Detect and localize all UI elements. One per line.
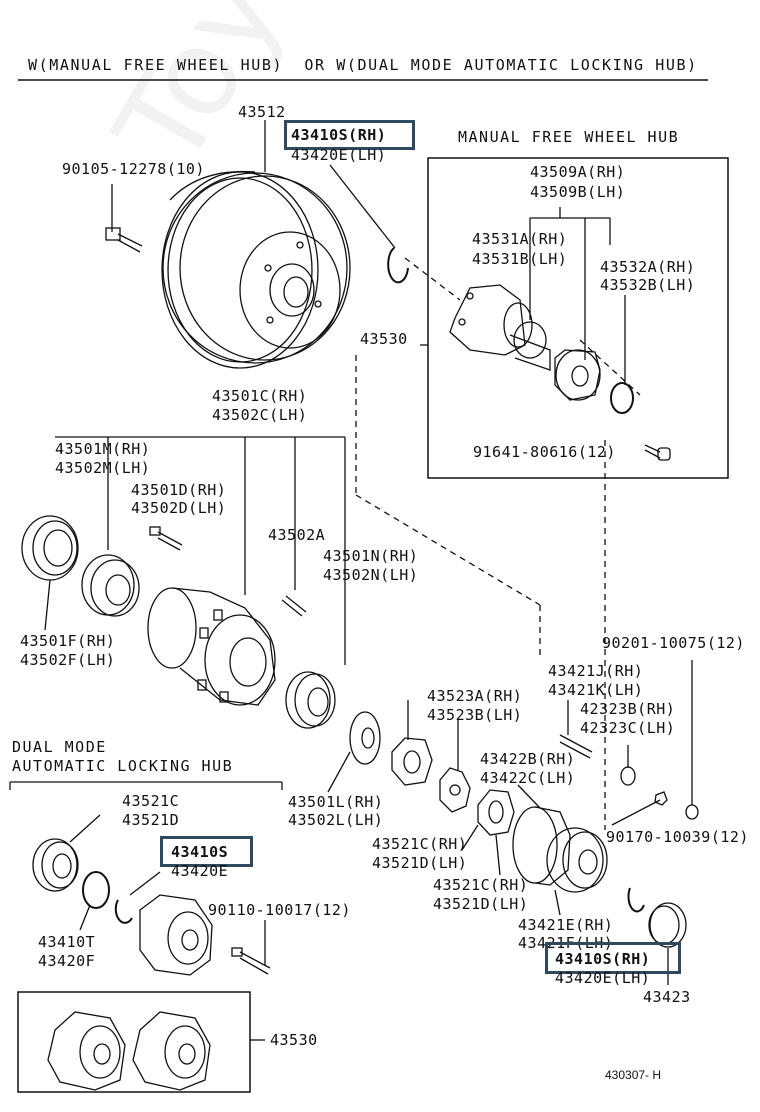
dual-hub-ring: [82, 871, 110, 909]
part-43502D[interactable]: 43502D(LH): [131, 499, 227, 517]
manual-hub-ring: [610, 382, 634, 414]
adjusting-nut: [461, 789, 515, 876]
lock-washer: [439, 720, 471, 813]
part-43532B[interactable]: 43532B(LH): [600, 276, 696, 294]
highlight-box-bottom: [545, 942, 681, 974]
figure-reference: 430307- H: [605, 1068, 662, 1082]
part-43422C[interactable]: 43422C(LH): [480, 769, 576, 787]
part-43521C-left[interactable]: 43521C: [122, 792, 180, 810]
manual-hub-body: [449, 284, 551, 371]
snap-ring-bottom: [627, 887, 645, 913]
small-nut: [654, 791, 668, 806]
hub-cap: [648, 902, 687, 948]
part-43521D-lh-a[interactable]: 43521D(LH): [372, 854, 468, 872]
part-43502F[interactable]: 43502F(LH): [20, 651, 116, 669]
part-43523A[interactable]: 43523A(RH): [427, 687, 523, 705]
disc-bolt: [105, 184, 143, 253]
part-43420E-lh-bottom[interactable]: 43420E(LH): [555, 969, 651, 987]
part-43410S-rh-top[interactable]: 43410S(RH): [291, 126, 387, 144]
part-43423[interactable]: 43423: [643, 988, 691, 1006]
dual-hub-bolt: [231, 920, 271, 975]
part-90170[interactable]: 90170-10039(12): [606, 828, 749, 846]
brake-disc: [161, 170, 351, 369]
part-43512[interactable]: 43512: [238, 103, 286, 121]
part-43521C-rh-a[interactable]: 43521C(RH): [372, 835, 468, 853]
part-42323B[interactable]: 42323B(RH): [580, 700, 676, 718]
part-43421J[interactable]: 43421J(RH): [548, 662, 644, 680]
part-43521C-rh-b[interactable]: 43521C(RH): [433, 876, 529, 894]
part-43420E-mid[interactable]: 43420E: [171, 862, 229, 880]
part-43502C[interactable]: 43502C(LH): [212, 406, 308, 424]
part-43530-top[interactable]: 43530: [360, 330, 408, 348]
part-43502N[interactable]: 43502N(LH): [323, 566, 419, 584]
part-91641[interactable]: 91641-80616(12): [473, 443, 616, 461]
part-43421E[interactable]: 43421E(RH): [518, 916, 614, 934]
part-43509A[interactable]: 43509A(RH): [530, 163, 626, 181]
part-43521D-left[interactable]: 43521D: [122, 811, 180, 829]
part-43530-bottom[interactable]: 43530: [270, 1031, 318, 1049]
hub-body: [512, 784, 571, 886]
washer-small: [685, 804, 699, 820]
part-43410S-rh-bottom[interactable]: 43410S(RH): [555, 950, 651, 968]
part-43421K[interactable]: 43421K(LH): [548, 681, 644, 699]
part-43531A[interactable]: 43531A(RH): [472, 230, 568, 248]
part-43422B[interactable]: 43422B(RH): [480, 750, 576, 768]
part-43501L[interactable]: 43501L(RH): [288, 793, 384, 811]
part-42323C[interactable]: 42323C(LH): [580, 719, 676, 737]
part-43502L[interactable]: 43502L(LH): [288, 811, 384, 829]
part-43410S-mid[interactable]: 43410S: [171, 843, 229, 861]
part-43501C[interactable]: 43501C(RH): [212, 387, 308, 405]
highlight-box-top: [284, 120, 415, 150]
part-43501F[interactable]: 43501F(RH): [20, 632, 116, 650]
manual-hub-gear: [554, 349, 601, 401]
part-43410T[interactable]: 43410T: [38, 933, 96, 951]
part-43502M[interactable]: 43502M(LH): [55, 459, 151, 477]
bearing-outer: [81, 554, 140, 617]
hub-screw: [644, 444, 671, 461]
part-43420F[interactable]: 43420F: [38, 952, 96, 970]
oil-seal: [21, 515, 79, 631]
pin: [281, 595, 307, 617]
free-hub-flange: [546, 827, 608, 916]
part-43531B[interactable]: 43531B(LH): [472, 250, 568, 268]
dual-hub-body: [139, 894, 213, 976]
highlight-box-mid: [160, 836, 253, 867]
part-43502A[interactable]: 43502A: [268, 526, 326, 544]
lock-nut: [391, 700, 433, 786]
part-43532A[interactable]: 43532A(RH): [600, 258, 696, 276]
thrust-washer: [327, 711, 381, 793]
part-43501D[interactable]: 43501D(RH): [131, 481, 227, 499]
dual-mode-heading-1: DUAL MODE: [12, 738, 107, 756]
dual-hub-assembly-b: [132, 1011, 211, 1091]
part-43501M[interactable]: 43501M(RH): [55, 440, 151, 458]
bearing-inner: [285, 671, 336, 729]
part-43521D-lh-b[interactable]: 43521D(LH): [433, 895, 529, 913]
page-title: W(MANUAL FREE WHEEL HUB) OR W(DUAL MODE …: [28, 56, 698, 74]
dual-hub-snap-ring: [114, 899, 133, 924]
dual-mode-heading-2: AUTOMATIC LOCKING HUB: [12, 757, 234, 775]
part-43420E-lh-top[interactable]: 43420E(LH): [291, 146, 387, 164]
washer: [620, 766, 636, 786]
hub-bolt: [559, 734, 593, 759]
part-90105[interactable]: 90105-12278(10): [62, 160, 205, 178]
dual-hub-assembly-a: [47, 1011, 126, 1091]
axle-hub: [147, 587, 276, 706]
hub-stud: [149, 526, 183, 551]
part-90201[interactable]: 90201-10075(12): [602, 634, 745, 652]
part-90110[interactable]: 90110-10017(12): [208, 901, 351, 919]
manual-hub-heading: MANUAL FREE WHEEL HUB: [458, 128, 680, 146]
part-43523B[interactable]: 43523B(LH): [427, 706, 523, 724]
part-43501N[interactable]: 43501N(RH): [323, 547, 419, 565]
part-43509B[interactable]: 43509B(LH): [530, 183, 626, 201]
dual-hub-seal: [32, 814, 101, 892]
